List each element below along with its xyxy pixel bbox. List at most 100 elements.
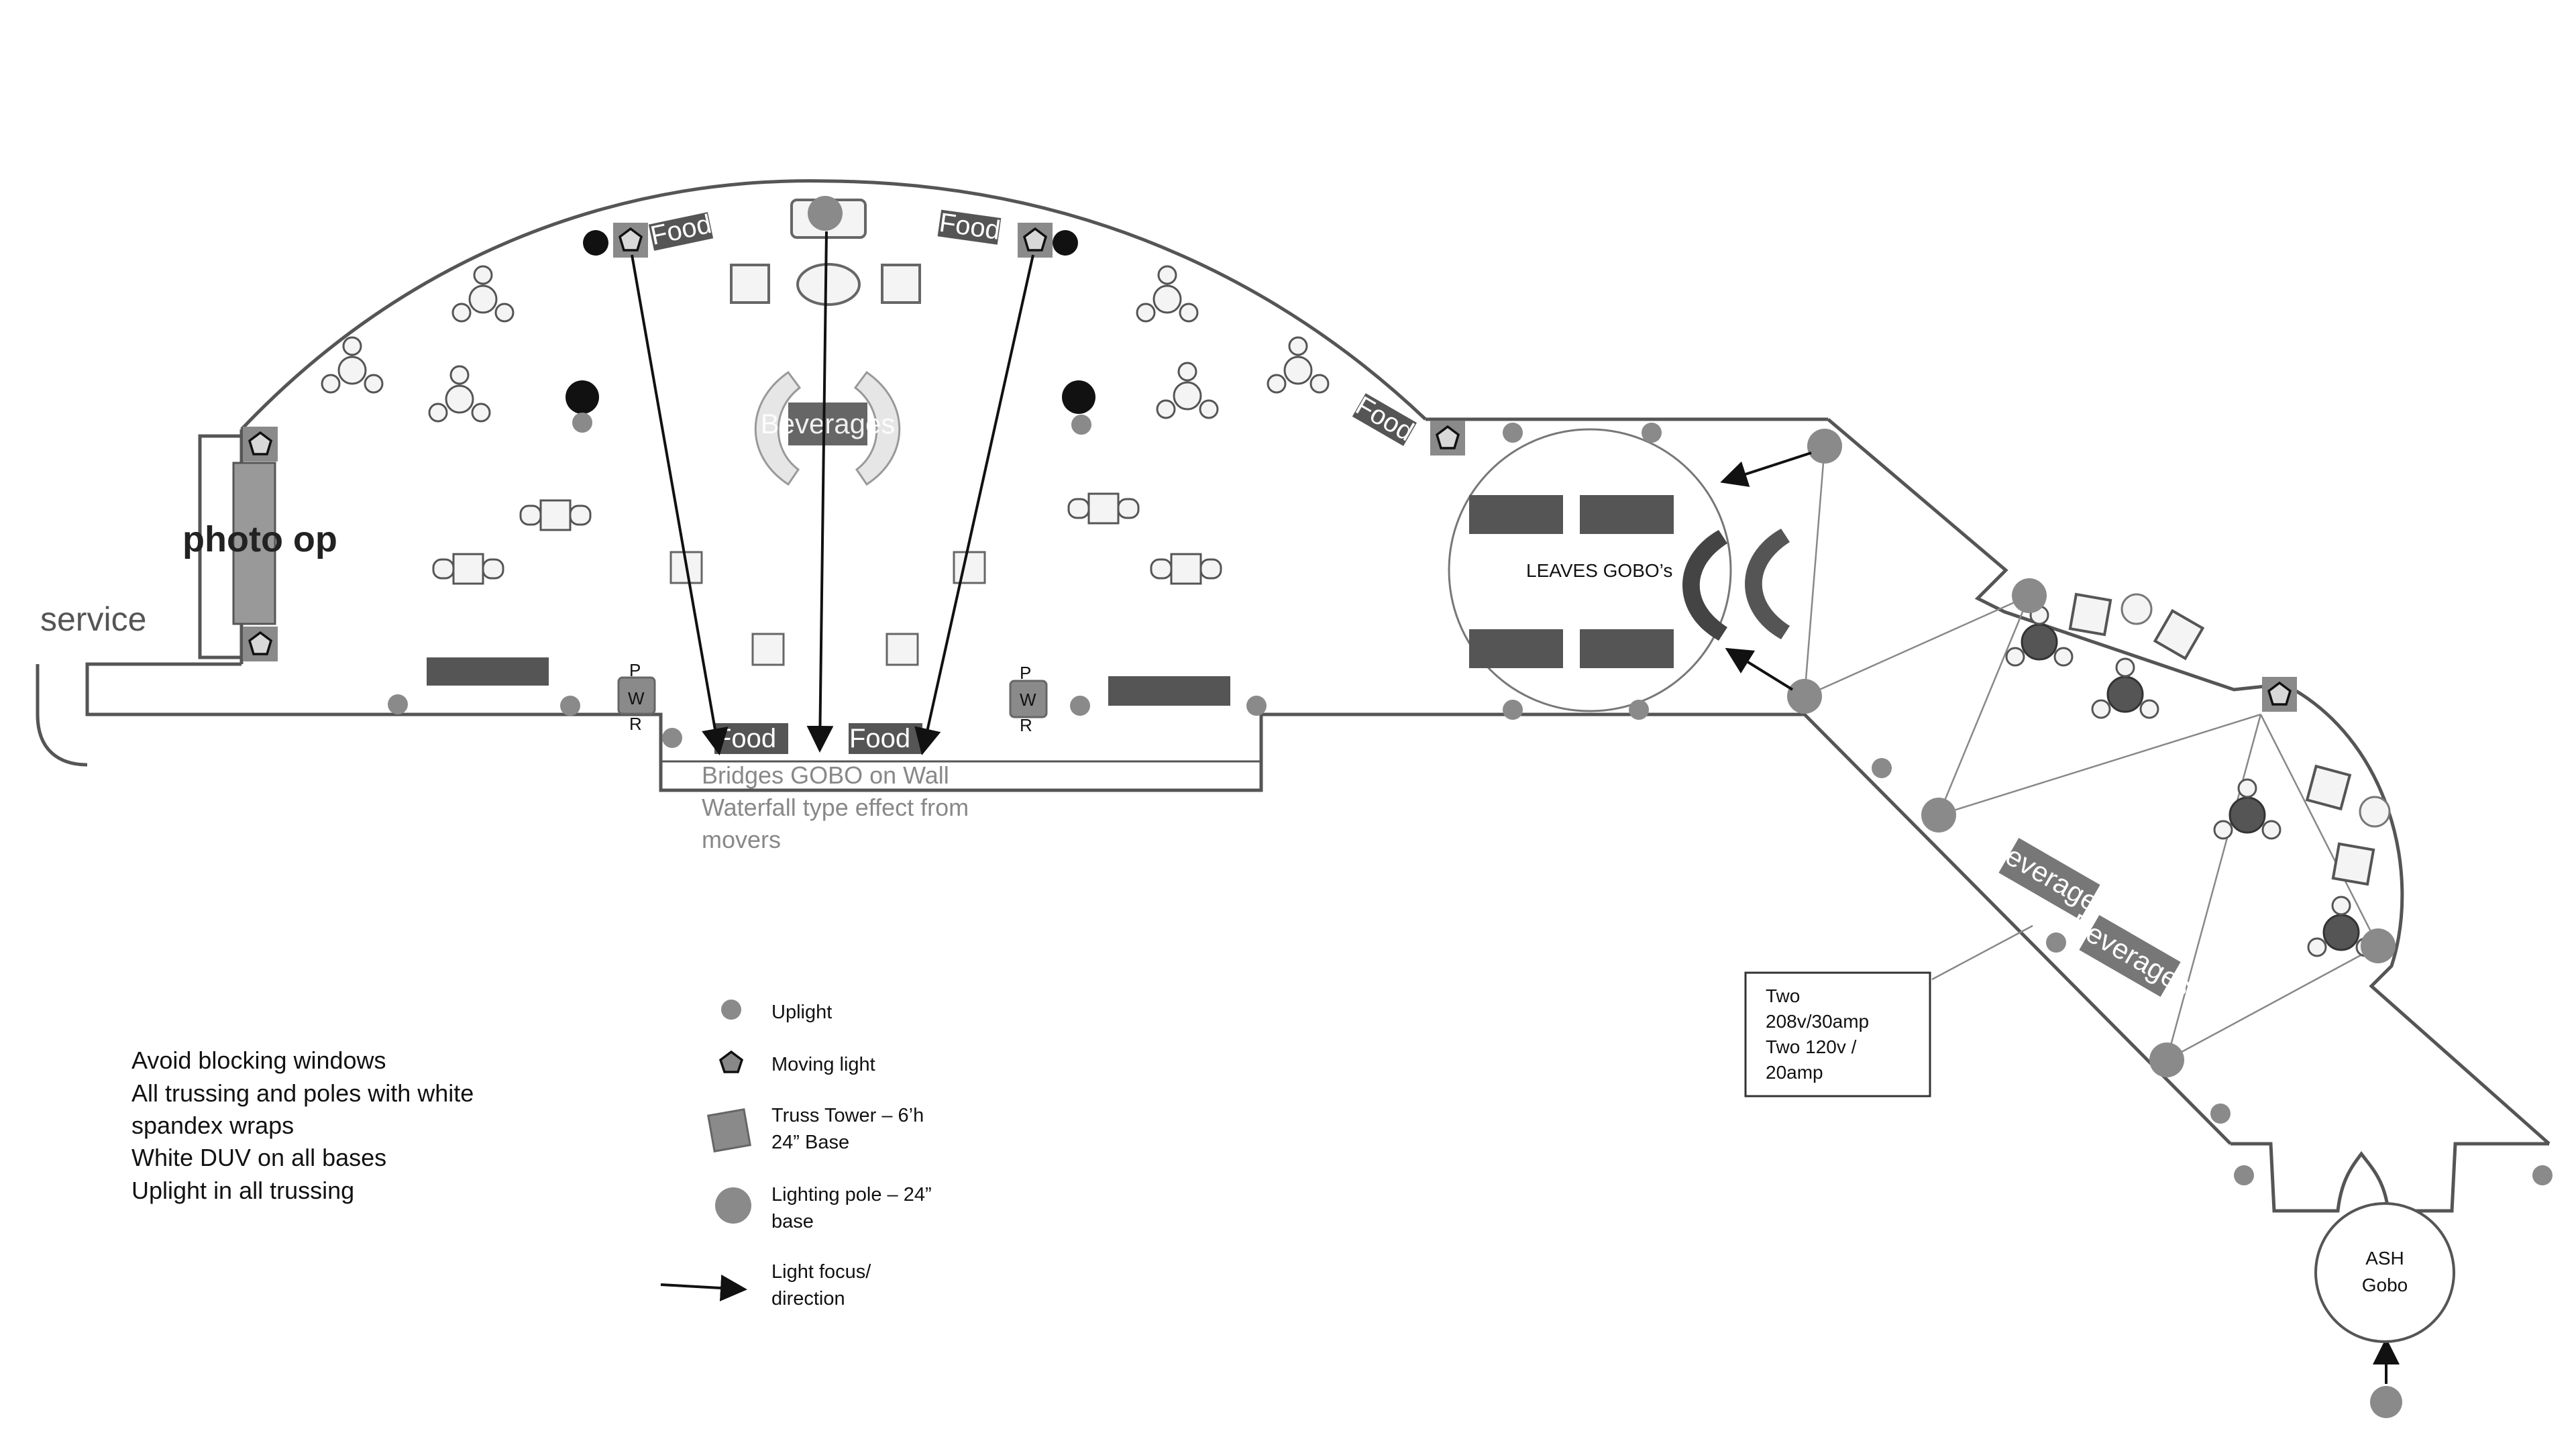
legend-light-focus: Light focus/ direction <box>660 1261 871 1309</box>
south-entrance <box>2231 1142 2549 1213</box>
legend-moving-light: Moving light <box>718 1050 875 1075</box>
two-seat-table <box>1067 492 1140 525</box>
round-table <box>428 365 491 423</box>
lighting-pole <box>1921 798 1956 833</box>
legend-focus-line2: direction <box>771 1288 845 1309</box>
photo-op-backdrop <box>232 462 276 625</box>
uplight <box>1503 700 1523 720</box>
power-note: Two 208v/30amp Two 120v / 20amp <box>1744 971 1931 1097</box>
focus-arrow <box>631 254 729 755</box>
uplight <box>1503 423 1523 443</box>
dark-round-table <box>2213 778 2282 840</box>
food-label: Food <box>937 208 1002 246</box>
power-note-line4: 20amp <box>1766 1062 1823 1083</box>
beverages-label: Beverages <box>2065 907 2197 1002</box>
coffee-table <box>796 263 861 306</box>
focus-arrow <box>1725 647 1794 691</box>
legend-pole-line2: base <box>771 1211 814 1232</box>
east-arc-wall <box>2283 682 2551 1145</box>
special-fixtures <box>566 230 1095 414</box>
power-drops: P W R P W R <box>617 660 1048 735</box>
leaves-gobo-label: LEAVES GOBO’s <box>1526 560 1672 581</box>
service-door <box>36 664 88 767</box>
two-seat-table <box>432 553 504 585</box>
bridges-gobo-note: Bridges GOBO on Wall Waterfall type effe… <box>702 761 969 853</box>
light-focus-arrow-icon <box>660 1275 747 1301</box>
lounge-curve <box>1745 529 1790 639</box>
power-drop-right: P W R <box>1009 663 1048 735</box>
legend-uplight: Uplight <box>721 1000 832 1023</box>
uplight <box>2234 1165 2254 1185</box>
moving-light <box>241 425 279 463</box>
uplight <box>2210 1104 2231 1124</box>
truss-tower-icon <box>706 1108 752 1153</box>
bar-counter <box>788 402 867 445</box>
general-notes: Avoid blocking windows All trussing and … <box>131 1046 474 1204</box>
legend-truss-tower: Truss Tower – 6’h 24” Base <box>706 1105 924 1153</box>
legend-pole-line1: Lighting pole – 24” <box>771 1184 932 1205</box>
legend: Uplight Moving light Truss Tower – 6’h 2… <box>660 1000 932 1309</box>
uplight <box>388 694 408 714</box>
note-line: Avoid blocking windows <box>131 1046 386 1074</box>
square-table <box>953 551 986 584</box>
uplight <box>1070 696 1090 716</box>
focus-arrow <box>806 231 834 753</box>
beverage-bar-east-2: Beverages <box>2065 907 2197 1002</box>
southeast-wall <box>85 662 2232 1145</box>
uplight <box>1642 423 1662 443</box>
lighting-pole <box>2012 578 2047 613</box>
northeast-wall <box>1827 418 2285 692</box>
lounge-couch <box>1469 495 1563 534</box>
bridges-gobo-line2: Waterfall type effect from <box>702 794 969 821</box>
power-drop-left: P W R <box>617 660 656 734</box>
food-label: Food <box>1351 391 1419 447</box>
lighting-pole <box>1807 429 1842 464</box>
two-seat-table <box>1150 553 1222 585</box>
bridges-gobo-line3: movers <box>702 826 781 853</box>
power-note-line3: Two 120v / <box>1766 1036 1857 1057</box>
lounge-couch <box>1580 629 1674 668</box>
lighting-pole <box>2361 928 2396 963</box>
moving-light <box>612 221 649 259</box>
light-focus-arrows <box>631 231 2400 1384</box>
lighting-poles <box>808 196 2402 1418</box>
side-table <box>2121 593 2153 625</box>
central-beverage-bar: Beverages <box>754 370 901 486</box>
food-station-stage-left: Food <box>714 723 788 754</box>
photo-op-label: photo op <box>182 519 337 559</box>
pwr-r: R <box>1020 715 1032 735</box>
uplight <box>662 728 682 748</box>
power-note-line2: 208v/30amp <box>1766 1011 1869 1032</box>
legend-uplight-label: Uplight <box>771 1002 832 1023</box>
uplight <box>1872 758 1892 778</box>
furniture <box>321 199 2391 957</box>
lounge-couch <box>1469 629 1563 668</box>
bar-curve-left <box>754 370 802 486</box>
moving-light <box>1016 221 1054 259</box>
square-table <box>885 633 919 666</box>
lounge-curve <box>1682 530 1727 641</box>
two-seat-table <box>519 499 592 531</box>
beverages-label: Beverages <box>1984 830 2116 924</box>
round-table <box>451 265 515 323</box>
focus-arrow <box>1720 451 1812 487</box>
lounge-couch <box>1580 495 1674 534</box>
pwr-r: R <box>629 714 642 734</box>
lighting-pole <box>808 196 843 231</box>
moving-light <box>241 625 279 663</box>
buffet-table <box>427 657 549 686</box>
focus-arrow <box>914 254 1034 755</box>
legend-moving-light-label: Moving light <box>771 1054 875 1075</box>
legend-focus-line1: Light focus/ <box>771 1261 871 1283</box>
food-label: Food <box>715 724 776 753</box>
uplight <box>1246 696 1267 716</box>
uplight <box>1071 415 1091 435</box>
moving-light-icon <box>718 1050 744 1073</box>
food-station-stage-right: Food <box>849 723 922 754</box>
lounge-chair <box>2068 592 2112 637</box>
lighting-pole-icon <box>715 1187 751 1224</box>
leaves-gobo-circle <box>1448 428 1732 712</box>
round-table <box>1156 362 1219 419</box>
square-table <box>751 633 785 666</box>
note-line: White DUV on all bases <box>131 1144 386 1171</box>
